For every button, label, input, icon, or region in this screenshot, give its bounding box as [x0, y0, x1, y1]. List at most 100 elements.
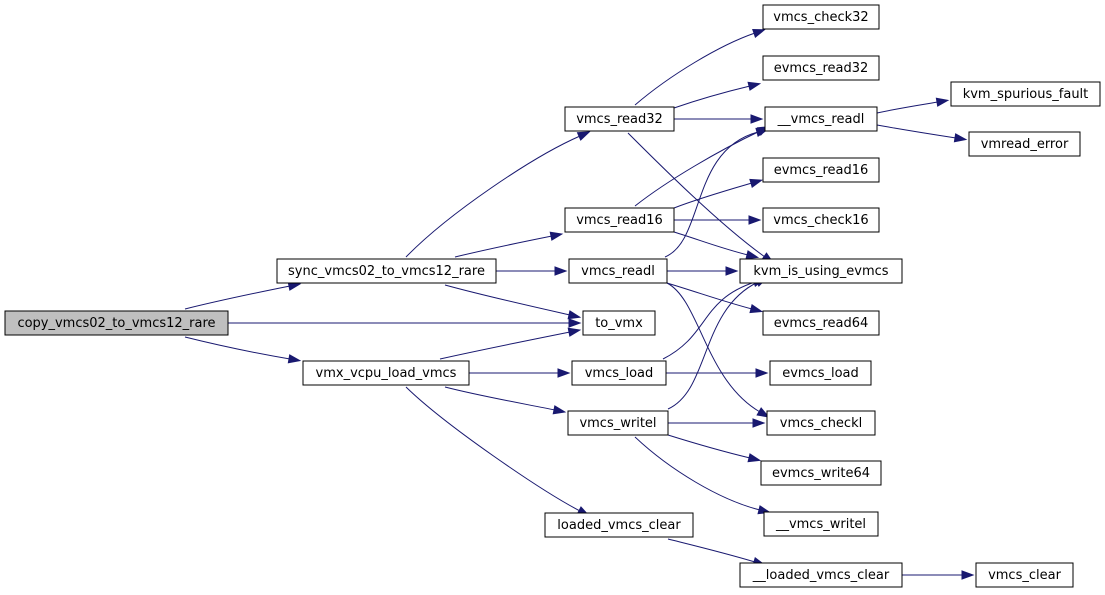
edge-arrowhead — [953, 133, 968, 143]
edge-arrowhead — [755, 368, 769, 378]
node-evmcs_read64[interactable]: evmcs_read64 — [762, 310, 880, 336]
edge-line — [667, 434, 751, 459]
edge-copy_vmcs02_to_vmcs12_rare-to-to_vmx — [228, 318, 582, 328]
edge-__vmcs_readl-to-vmread_error — [876, 124, 968, 143]
edge-vmcs_writel-to-__vmcs_writel — [634, 436, 772, 515]
node-label-vmread_error: vmread_error — [981, 137, 1069, 152]
node-__vmcs_writel[interactable]: __vmcs_writel — [763, 511, 879, 537]
edge-sync_vmcs02_to_vmcs12_rare-to-to_vmx — [444, 284, 582, 320]
edge-arrowhead — [554, 266, 568, 276]
node-vmcs_check16[interactable]: vmcs_check16 — [762, 207, 880, 233]
edge-line — [876, 101, 939, 114]
edge-arrowhead — [287, 354, 302, 364]
edge-line — [667, 281, 759, 410]
node-vmcs_read32[interactable]: vmcs_read32 — [564, 106, 675, 132]
node-kvm_spurious_fault[interactable]: kvm_spurious_fault — [950, 81, 1101, 107]
edge-vmcs_read16-to-vmcs_check16 — [674, 215, 762, 225]
edge-arrowhead — [747, 453, 762, 463]
node-label-__vmcs_readl: __vmcs_readl — [777, 112, 865, 127]
edge-line — [634, 130, 761, 207]
edge-line — [666, 282, 761, 413]
edge-line — [444, 284, 571, 316]
edge-arrowhead — [961, 570, 975, 580]
edge-line — [673, 85, 751, 109]
node-label-vmcs_writel: vmcs_writel — [579, 416, 656, 431]
edge-line — [673, 182, 753, 209]
node-label-kvm_spurious_fault: kvm_spurious_fault — [963, 87, 1089, 102]
edge-arrowhead — [747, 81, 762, 91]
edge-arrowhead — [576, 131, 591, 141]
node-sync_vmcs02_to_vmcs12_rare[interactable]: sync_vmcs02_to_vmcs12_rare — [276, 258, 497, 284]
edge-line — [634, 436, 761, 511]
edge-arrowhead — [557, 368, 571, 378]
node-kvm_is_using_evmcs[interactable]: kvm_is_using_evmcs — [739, 258, 903, 284]
node-vmcs_clear[interactable]: vmcs_clear — [975, 562, 1074, 588]
node-evmcs_read32[interactable]: evmcs_read32 — [762, 55, 880, 81]
node-label-kvm_is_using_evmcs: kvm_is_using_evmcs — [753, 264, 888, 279]
edge-line — [662, 281, 756, 360]
edge-arrowhead — [552, 405, 567, 415]
edge-copy_vmcs02_to_vmcs12_rare-to-sync_vmcs02_to_vmcs12_rare — [184, 281, 302, 310]
node-label-vmcs_check32: vmcs_check32 — [773, 10, 868, 25]
node-label-sync_vmcs02_to_vmcs12_rare: sync_vmcs02_to_vmcs12_rare — [288, 264, 485, 279]
node-vmcs_checkl[interactable]: vmcs_checkl — [766, 410, 876, 436]
edge-copy_vmcs02_to_vmcs12_rare-to-vmx_vcpu_load_vmcs — [184, 336, 302, 364]
node-vmcs_writel[interactable]: vmcs_writel — [567, 410, 669, 436]
node-label-evmcs_write64: evmcs_write64 — [772, 466, 870, 481]
node-vmread_error[interactable]: vmread_error — [968, 131, 1081, 157]
edge-sync_vmcs02_to_vmcs12_rare-to-vmcs_readl — [495, 266, 568, 276]
node-vmx_vcpu_load_vmcs[interactable]: vmx_vcpu_load_vmcs — [302, 360, 470, 386]
edge-vmcs_load-to-kvm_is_using_evmcs — [662, 277, 766, 360]
node-label-copy_vmcs02_to_vmcs12_rare: copy_vmcs02_to_vmcs12_rare — [17, 316, 215, 331]
edge-arrowhead — [756, 407, 770, 418]
node-__vmcs_readl[interactable]: __vmcs_readl — [764, 106, 878, 132]
call-graph-nodes: copy_vmcs02_to_vmcs12_rare sync_vmcs02_t… — [4, 4, 1101, 588]
node-loaded_vmcs_clear[interactable]: loaded_vmcs_clear — [544, 512, 694, 538]
edge-line — [444, 386, 556, 411]
node-vmcs_read16[interactable]: vmcs_read16 — [564, 207, 675, 233]
edge-vmcs_read32-to-kvm_is_using_evmcs — [627, 132, 775, 264]
node-label-vmx_vcpu_load_vmcs: vmx_vcpu_load_vmcs — [316, 366, 457, 381]
edge-__loaded_vmcs_clear-to-vmcs_clear — [902, 570, 975, 580]
node-label-vmcs_checkl: vmcs_checkl — [780, 416, 862, 431]
edge-line — [627, 132, 766, 258]
node-vmcs_readl[interactable]: vmcs_readl — [568, 258, 668, 284]
edge-vmx_vcpu_load_vmcs-to-to_vmx — [439, 327, 582, 360]
edge-arrowhead — [752, 29, 766, 38]
node-label-loaded_vmcs_clear: loaded_vmcs_clear — [557, 518, 681, 533]
node-__loaded_vmcs_clear[interactable]: __loaded_vmcs_clear — [739, 562, 903, 588]
node-label-__vmcs_writel: __vmcs_writel — [775, 517, 866, 532]
edge-line — [405, 135, 581, 258]
node-vmcs_check32[interactable]: vmcs_check32 — [762, 4, 880, 30]
edge-vmx_vcpu_load_vmcs-to-loaded_vmcs_clear — [405, 386, 591, 517]
edge-vmcs_read16-to-kvm_is_using_evmcs — [673, 231, 760, 260]
edge-line — [184, 285, 291, 310]
edge-arrowhead — [567, 310, 582, 320]
edge-line — [667, 538, 756, 563]
node-label-evmcs_read16: evmcs_read16 — [774, 163, 869, 178]
edge-vmcs_writel-to-vmcs_checkl — [668, 418, 766, 428]
edge-arrowhead — [749, 304, 764, 314]
edge-vmcs_read32-to-vmcs_check32 — [634, 29, 766, 106]
node-to_vmx[interactable]: to_vmx — [582, 310, 656, 336]
node-vmcs_load[interactable]: vmcs_load — [571, 360, 667, 386]
call-graph-edges — [184, 29, 975, 580]
edge-arrowhead — [752, 418, 766, 428]
node-evmcs_write64[interactable]: evmcs_write64 — [760, 460, 882, 486]
node-label-vmcs_load: vmcs_load — [585, 366, 654, 381]
edge-vmx_vcpu_load_vmcs-to-vmcs_load — [469, 368, 571, 378]
edge-arrowhead — [567, 327, 582, 337]
edge-vmcs_readl-to-vmcs_checkl — [666, 282, 770, 418]
edge-vmcs_writel-to-evmcs_write64 — [667, 434, 762, 463]
node-copy_vmcs02_to_vmcs12_rare: copy_vmcs02_to_vmcs12_rare — [4, 310, 229, 336]
edge-line — [876, 124, 957, 139]
edge-vmcs_read32-to-evmcs_read32 — [673, 81, 762, 109]
node-label-vmcs_check16: vmcs_check16 — [773, 213, 868, 228]
edge-arrowhead — [749, 178, 764, 188]
node-evmcs_load[interactable]: evmcs_load — [769, 360, 872, 386]
node-evmcs_read16[interactable]: evmcs_read16 — [762, 157, 880, 183]
edge-arrowhead — [935, 97, 950, 107]
edge-line — [673, 231, 749, 256]
node-label-vmcs_readl: vmcs_readl — [581, 264, 655, 279]
